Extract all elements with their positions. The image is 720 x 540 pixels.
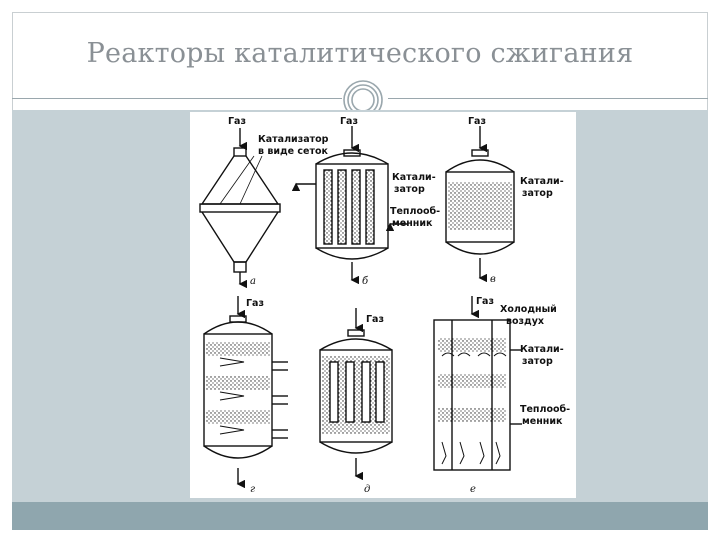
reactor-a bbox=[199, 128, 281, 289]
sub-label-e: е bbox=[470, 484, 476, 495]
gas-label-g: Газ bbox=[246, 298, 264, 309]
cold-air-label-2: воздух bbox=[506, 316, 544, 327]
reactor-diagram: Газ Катализатор в виде сеток а Газ Катал… bbox=[199, 116, 570, 495]
gas-label-v: Газ bbox=[468, 116, 486, 127]
exchanger-label-e-2: менник bbox=[522, 416, 563, 427]
catalyst-label-b-1: Катали- bbox=[392, 172, 436, 183]
sub-label-a: а bbox=[250, 276, 256, 287]
catalyst-mesh-label-1: Катализатор bbox=[258, 134, 329, 145]
reactor-e bbox=[433, 296, 522, 471]
sub-label-b: б bbox=[362, 276, 369, 287]
gas-label-e: Газ bbox=[476, 296, 494, 307]
exchanger-label-e-1: Теплооб- bbox=[520, 404, 570, 415]
reactor-d bbox=[319, 308, 393, 481]
gas-label-a: Газ bbox=[228, 116, 246, 127]
title-rule-left bbox=[12, 98, 342, 99]
reactor-v bbox=[445, 126, 515, 283]
catalyst-label-v-1: Катали- bbox=[520, 176, 564, 187]
catalyst-label-b-2: затор bbox=[394, 184, 425, 195]
footer-bar bbox=[12, 502, 708, 530]
exchanger-label-b-1: Теплооб- bbox=[390, 206, 440, 217]
catalyst-mesh-label-2: в виде сеток bbox=[258, 146, 329, 157]
cold-air-label-1: Холодный bbox=[500, 304, 557, 315]
sub-label-v: в bbox=[490, 274, 496, 285]
exchanger-label-b-2: менник bbox=[392, 218, 433, 229]
catalyst-label-v-2: затор bbox=[522, 188, 553, 199]
slide-title: Реакторы каталитического сжигания bbox=[86, 38, 634, 69]
reactor-g bbox=[203, 296, 288, 489]
reactor-figure: Газ Катализатор в виде сеток а Газ Катал… bbox=[190, 112, 576, 498]
catalyst-label-e-1: Катали- bbox=[520, 344, 564, 355]
title-rule-right bbox=[388, 98, 708, 99]
gas-label-d: Газ bbox=[366, 314, 384, 325]
sub-label-g: г bbox=[250, 484, 255, 495]
gas-label-b: Газ bbox=[340, 116, 358, 127]
reactor-b bbox=[291, 126, 408, 285]
sub-label-d: д bbox=[364, 484, 370, 495]
catalyst-label-e-2: затор bbox=[522, 356, 553, 367]
